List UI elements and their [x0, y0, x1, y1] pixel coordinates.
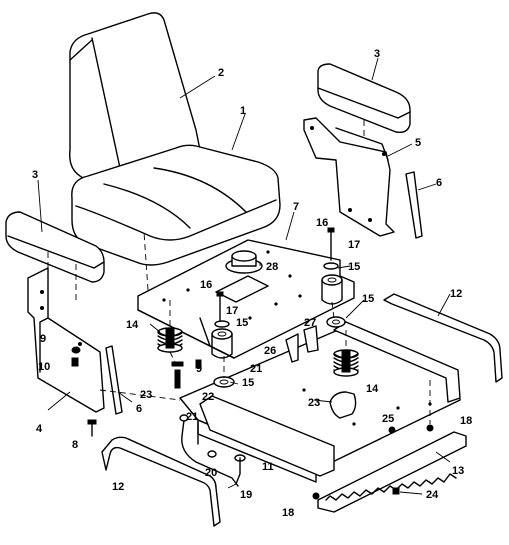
callout-25: 25 [382, 413, 394, 425]
callout-5: 5 [415, 137, 421, 149]
callout-17-a: 17 [348, 239, 360, 251]
callout-12-right: 12 [450, 288, 462, 300]
spacer-a [211, 328, 233, 359]
callout-28: 28 [266, 261, 278, 273]
screw-25 [388, 426, 396, 434]
callout-15-b: 15 [236, 317, 248, 329]
callout-23-a: 23 [140, 389, 152, 401]
callout-16-a: 16 [316, 217, 328, 229]
seat-back [69, 12, 201, 182]
callout-10: 10 [38, 361, 50, 373]
handle-left [101, 436, 221, 527]
armrest-right [317, 63, 411, 134]
callout-17-b: 17 [226, 305, 238, 317]
callout-18-right: 18 [460, 415, 472, 427]
callout-26: 26 [264, 345, 276, 357]
callout-27: 27 [304, 317, 316, 329]
callout-22: 22 [202, 391, 214, 403]
bolt-b [214, 291, 230, 328]
callout-labels: 1 2 3 3 4 5 6 6 7 8 9 9 10 11 12 12 13 1… [32, 48, 472, 519]
callout-21-a: 21 [186, 411, 198, 423]
callout-3-left: 3 [32, 169, 38, 181]
wire-harness [179, 414, 246, 487]
callout-15-c: 15 [362, 293, 374, 305]
callout-23-b: 23 [308, 397, 320, 409]
callout-15-a: 15 [348, 261, 360, 273]
armrest-left [5, 211, 105, 283]
callout-9-left: 9 [40, 333, 46, 345]
callout-16-b: 16 [200, 279, 212, 291]
rod-left [105, 345, 123, 415]
bolt-d [195, 359, 202, 369]
callout-4: 4 [36, 423, 43, 435]
screw-24 [392, 487, 400, 495]
callout-11: 11 [262, 461, 274, 473]
bracket-27 [303, 325, 319, 353]
spacer-d [326, 316, 346, 328]
callout-2: 2 [218, 67, 224, 79]
callout-24: 24 [426, 489, 439, 501]
slide-rail [317, 431, 467, 513]
seat-cushion [71, 144, 281, 266]
screw-18b [312, 492, 320, 500]
callout-20: 20 [205, 467, 217, 479]
seat-pan-base [179, 321, 461, 483]
nut-9 [71, 346, 81, 354]
bolt-c [171, 361, 184, 389]
bolt-a [323, 227, 339, 270]
armrest-bracket-right [303, 117, 395, 237]
handle-right [383, 293, 503, 383]
armrest-bracket-left [27, 267, 105, 413]
callout-1: 1 [240, 105, 246, 117]
rod-right [405, 171, 423, 239]
callout-7: 7 [293, 201, 299, 213]
callout-21-b: 21 [250, 363, 262, 375]
screw-8 [87, 419, 97, 437]
screw-10 [71, 357, 79, 367]
callout-13: 13 [452, 465, 464, 477]
assembly-centerlines [47, 120, 431, 424]
stop-block [329, 391, 357, 419]
callout-18-left: 18 [282, 507, 294, 519]
callout-3-right: 3 [374, 48, 380, 60]
callout-19: 19 [240, 489, 252, 501]
seat-switch [225, 250, 263, 274]
callout-15-d: 15 [242, 377, 254, 389]
callout-14-right: 14 [366, 383, 379, 395]
bracket-26 [285, 333, 299, 363]
callout-8: 8 [72, 439, 78, 451]
callout-14-left: 14 [126, 319, 139, 331]
leader-lines [37, 57, 451, 495]
callout-6-right: 6 [436, 177, 442, 189]
spring-left [157, 327, 183, 353]
spring-right [333, 349, 359, 377]
callout-9-right: 9 [196, 363, 202, 375]
callout-6-left: 6 [136, 403, 142, 415]
screw-18a [426, 424, 434, 432]
callout-12-left: 12 [112, 481, 124, 493]
